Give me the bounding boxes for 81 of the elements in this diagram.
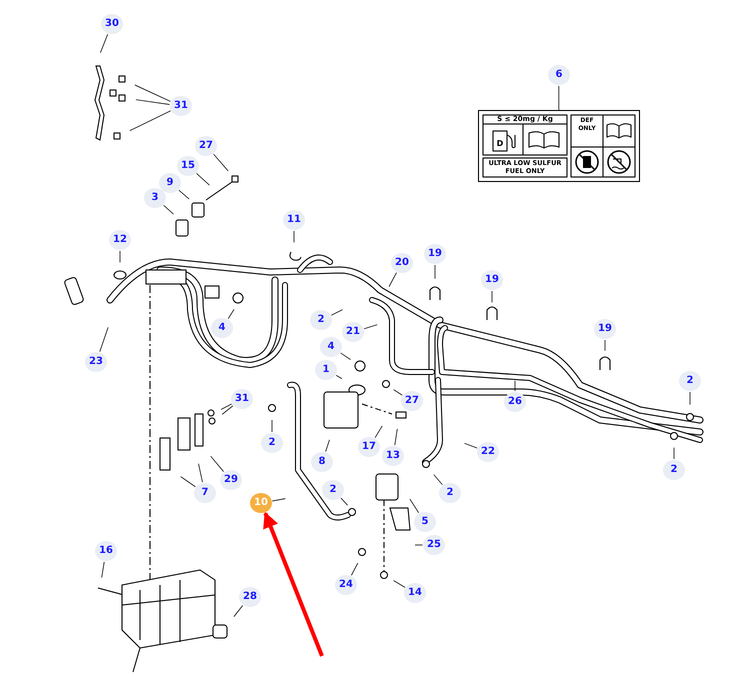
leader-line bbox=[220, 404, 232, 410]
callout-number: 2 bbox=[679, 371, 701, 391]
callout-number: 6 bbox=[548, 65, 570, 85]
leader-line bbox=[388, 272, 397, 288]
leader-line bbox=[394, 428, 398, 446]
leader-line bbox=[163, 204, 174, 214]
callout-number: 19 bbox=[481, 270, 503, 290]
callout-number: 12 bbox=[109, 230, 131, 250]
callout-number: 19 bbox=[594, 319, 616, 339]
callout-number: 23 bbox=[85, 352, 107, 372]
leader-line bbox=[414, 544, 423, 546]
leader-line bbox=[101, 562, 105, 578]
callout-number: 27 bbox=[195, 136, 217, 156]
callout-number: 4 bbox=[211, 318, 233, 338]
callout-number: 22 bbox=[477, 442, 499, 462]
leader-line bbox=[325, 439, 330, 452]
callout-number: 9 bbox=[159, 173, 181, 193]
leader-line bbox=[129, 110, 171, 132]
callout-number: 17 bbox=[358, 437, 380, 457]
callout-number: 31 bbox=[170, 96, 192, 116]
leader-line bbox=[180, 476, 196, 488]
callout-number: 2 bbox=[663, 460, 685, 480]
leader-line bbox=[134, 84, 171, 102]
leader-line bbox=[196, 173, 210, 186]
callout-number: 20 bbox=[391, 253, 413, 273]
callout-number: 2 bbox=[322, 480, 344, 500]
leader-line bbox=[178, 190, 190, 200]
leader-line bbox=[336, 374, 342, 380]
callout-number: 2 bbox=[261, 433, 283, 453]
leader-line bbox=[514, 380, 516, 392]
leader-line bbox=[433, 474, 443, 486]
callout-number: 11 bbox=[283, 210, 305, 230]
callout-number: 2 bbox=[310, 310, 332, 330]
leader-line bbox=[272, 498, 286, 502]
callout-number: 1 bbox=[315, 360, 337, 380]
callout-number: 4 bbox=[320, 337, 342, 357]
callout-number: 21 bbox=[342, 322, 364, 342]
leader-line bbox=[198, 463, 203, 483]
leader-line bbox=[136, 99, 170, 105]
callout-number: 25 bbox=[423, 535, 445, 555]
decal-text: D bbox=[496, 139, 504, 148]
callout-number: 27 bbox=[401, 391, 423, 411]
arrow bbox=[263, 512, 324, 657]
callout-number: 14 bbox=[404, 583, 426, 603]
leader-line bbox=[410, 498, 420, 514]
leader-line bbox=[210, 456, 224, 472]
callout-number: 24 bbox=[335, 575, 357, 595]
callout-number: 2 bbox=[439, 483, 461, 503]
callout-number: 16 bbox=[95, 541, 117, 561]
leader-line bbox=[222, 405, 234, 415]
callout-number: 26 bbox=[504, 392, 526, 412]
leader-line bbox=[340, 498, 348, 506]
leader-line bbox=[340, 352, 351, 360]
callout-number: 7 bbox=[194, 483, 216, 503]
callout-number: 10 bbox=[250, 493, 272, 513]
callout-number: 19 bbox=[424, 244, 446, 264]
leader-line bbox=[558, 86, 560, 110]
fuel-warning-decal bbox=[478, 110, 640, 182]
callout-number: 3 bbox=[144, 188, 166, 208]
callout-number: 15 bbox=[177, 156, 199, 176]
callout-number: 29 bbox=[220, 470, 242, 490]
callout-number: 5 bbox=[414, 512, 436, 532]
leader-line bbox=[464, 442, 478, 448]
leader-line bbox=[393, 389, 403, 396]
callout-number: 30 bbox=[101, 14, 123, 34]
leader-line bbox=[374, 426, 383, 438]
leader-line bbox=[393, 580, 406, 588]
callout-number: 31 bbox=[231, 389, 253, 409]
callout-number: 28 bbox=[239, 587, 261, 607]
leader-line bbox=[364, 324, 378, 330]
leader-line bbox=[604, 340, 606, 352]
leader-line bbox=[331, 309, 343, 316]
leader-line bbox=[434, 264, 436, 280]
leader-line bbox=[234, 605, 244, 617]
leader-line bbox=[228, 308, 234, 320]
leader-line bbox=[99, 327, 108, 352]
leader-line bbox=[100, 34, 108, 54]
leader-line bbox=[213, 154, 228, 172]
callout-number: 8 bbox=[311, 452, 333, 472]
callout-number: 13 bbox=[382, 446, 404, 466]
leader-line bbox=[351, 562, 358, 576]
